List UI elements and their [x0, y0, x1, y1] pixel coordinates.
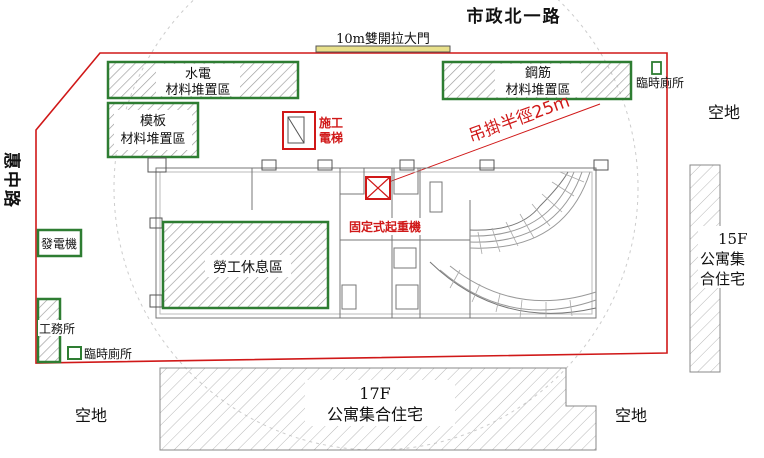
- tower-crane-label: 固定式起重機: [349, 219, 421, 234]
- crane-radius-circle: [113, 0, 639, 451]
- vacant-se-label: 空地: [615, 406, 647, 425]
- hoist-label-1: 施工: [319, 115, 343, 130]
- vacant-sw-label: 空地: [75, 406, 107, 425]
- site-boundary: [35, 52, 668, 364]
- toilet-top-label: 臨時廁所: [636, 75, 684, 90]
- zone-site-office-label: 工務所: [39, 322, 75, 336]
- zone-formwork-subtitle: 材料堆置區: [120, 132, 185, 147]
- building-footprint: [147, 157, 609, 319]
- toilet-bottom-icon: [67, 346, 82, 360]
- zone-rebar-title: 鋼筋: [525, 65, 551, 81]
- spiral-ramp: [449, 171, 585, 319]
- zone-water-elec-title: 水電: [185, 67, 211, 82]
- zone-formwork-title: 模板: [140, 114, 166, 129]
- zone-workers-rest-label: 勞工休息區: [213, 259, 283, 276]
- gate-label: 10m雙開拉大門: [336, 32, 430, 47]
- building-17f-label: 公寓集合住宅: [327, 405, 423, 424]
- north-road-label: 市政北一路: [467, 6, 562, 27]
- main-gate: [315, 45, 451, 53]
- building-17f-floors: 17F: [359, 384, 390, 403]
- building-15f-floors: 15F: [718, 230, 748, 248]
- zone-generator: [36, 228, 83, 258]
- zone-water-elec-subtitle: 材料堆置區: [165, 83, 230, 98]
- vacant-east-label: 空地: [708, 103, 740, 122]
- building-15f-line1: 公寓集: [700, 250, 745, 268]
- west-road-label: 惠中路: [1, 152, 22, 209]
- toilet-top-icon: [651, 61, 662, 75]
- zone-rebar-subtitle: 材料堆置區: [505, 83, 570, 98]
- zone-generator-label: 發電機: [41, 236, 77, 251]
- building-15f-line2: 合住宅: [700, 270, 745, 288]
- hoist-label-2: 電梯: [319, 130, 343, 145]
- toilet-bottom-label: 臨時廁所: [84, 346, 132, 361]
